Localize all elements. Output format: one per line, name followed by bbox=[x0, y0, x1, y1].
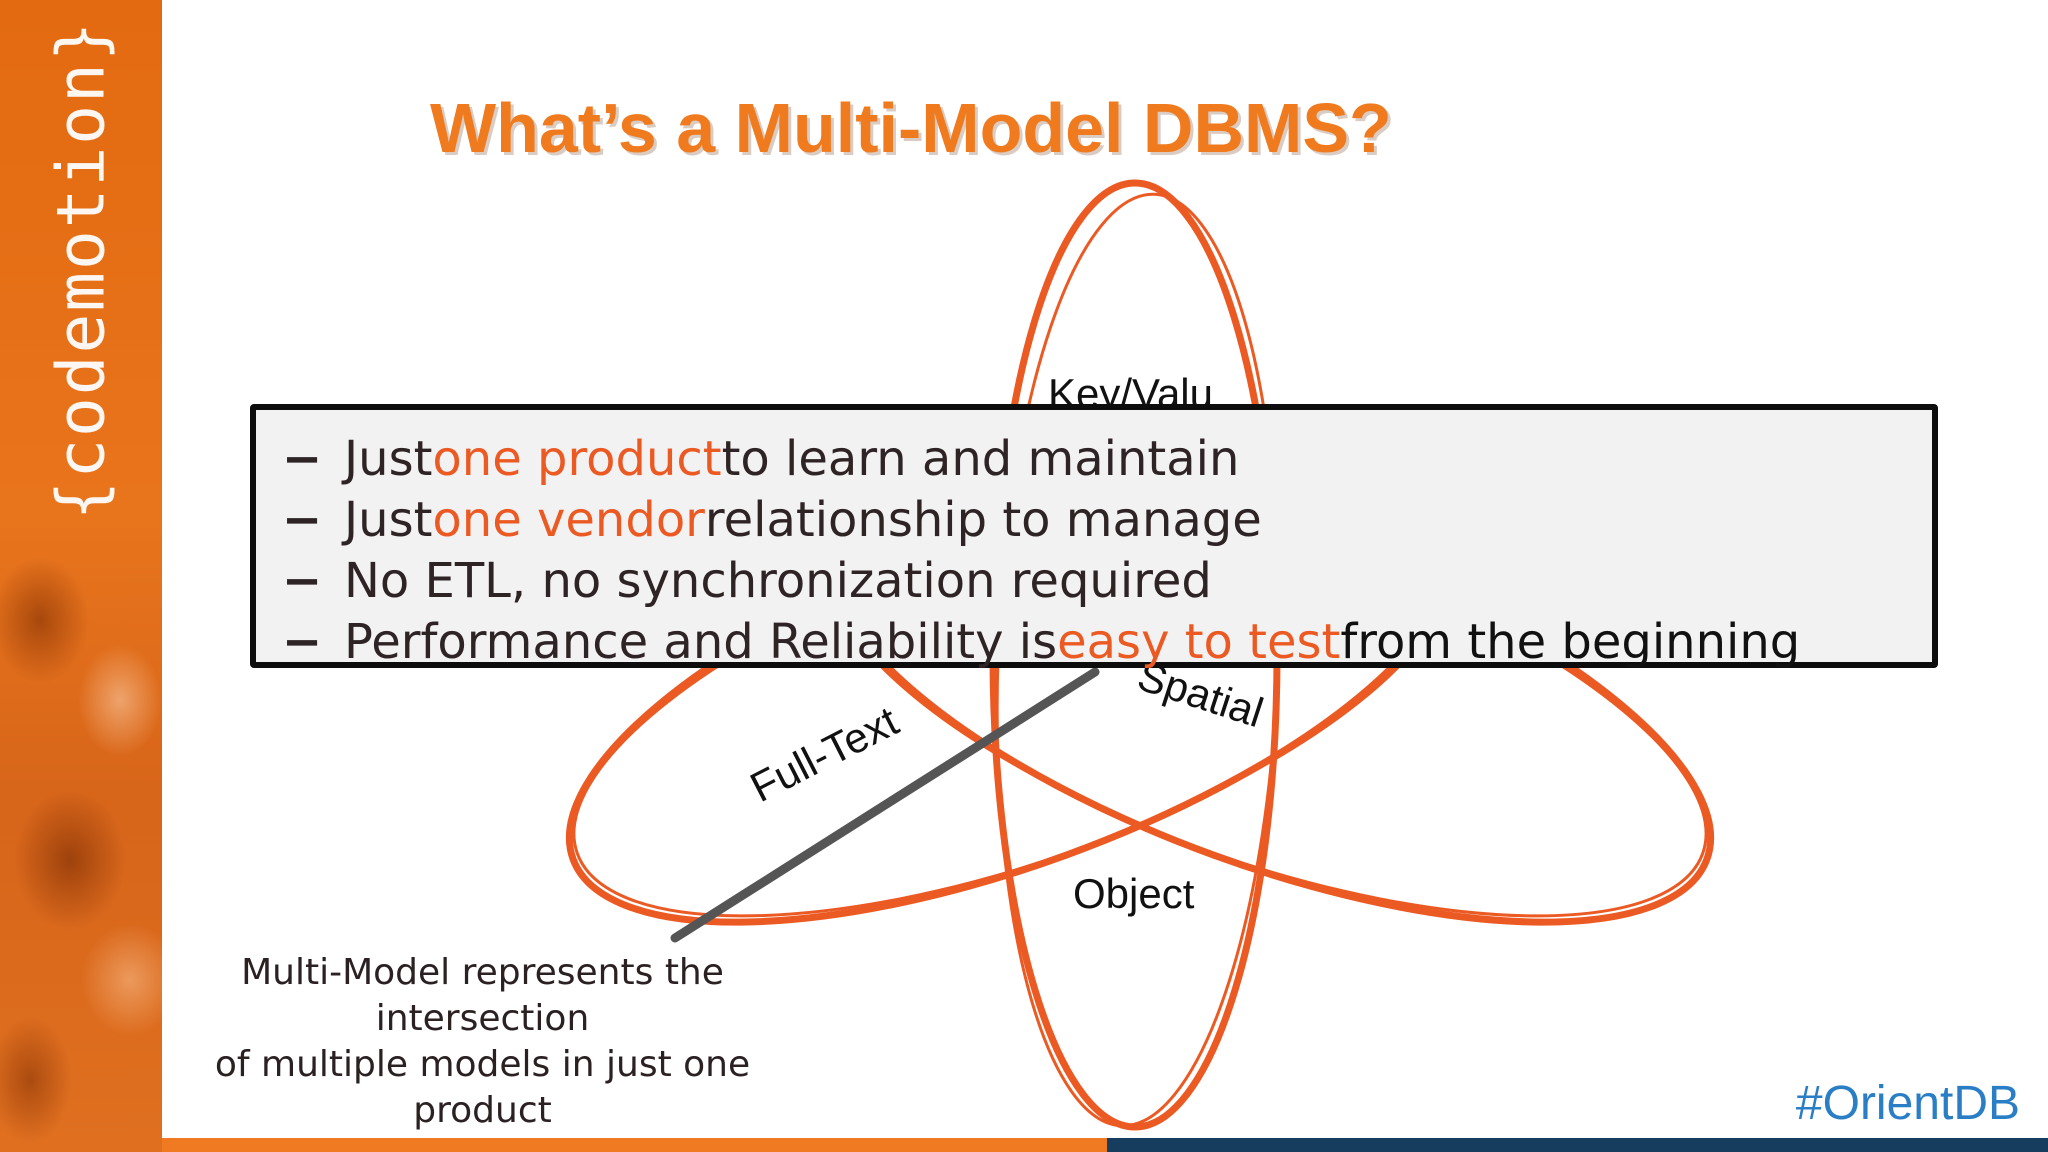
caption-line: of multiple models in just one bbox=[214, 1044, 751, 1085]
pointer-line bbox=[670, 667, 1100, 943]
diagram-caption: Multi-Model represents the intersection … bbox=[190, 950, 775, 1134]
benefit-highlight: easy to test bbox=[1057, 613, 1341, 670]
slide-title: What’s a Multi-Model DBMS? bbox=[430, 89, 1392, 167]
benefit-item: − Just ​one product to learn and maintai… bbox=[282, 428, 1932, 489]
benefit-text: Performance and Reliability is bbox=[344, 613, 1058, 670]
dash-bullet: − bbox=[282, 613, 323, 670]
hashtag-orientdb: #OrientDB bbox=[1795, 1077, 2020, 1130]
benefit-text: from the beginning bbox=[1340, 613, 1801, 670]
benefit-item: − Performance and Reliability is easy to… bbox=[282, 611, 1932, 672]
caption-line: Multi-Model represents the bbox=[241, 952, 724, 993]
benefit-highlight: one product bbox=[432, 430, 722, 487]
benefit-text: relationship to manage bbox=[704, 491, 1262, 548]
caption-line: product bbox=[413, 1090, 552, 1131]
benefit-item: − No ETL, no synchronization required bbox=[282, 550, 1932, 611]
footer-bar-navy bbox=[1107, 1138, 2048, 1152]
label-full-text: Full-Text bbox=[743, 697, 906, 811]
benefit-text: to learn and maintain bbox=[721, 430, 1240, 487]
label-object: Object bbox=[1073, 870, 1195, 917]
caption-line: intersection bbox=[375, 998, 590, 1039]
benefit-highlight: one vendor bbox=[432, 491, 705, 548]
dash-bullet: − bbox=[282, 552, 323, 609]
dash-bullet: − bbox=[282, 430, 323, 487]
benefit-text: Just bbox=[344, 491, 433, 548]
footer-bar-orange bbox=[162, 1138, 1107, 1152]
sidebar-photo-banner: {codemotion} bbox=[0, 0, 162, 1152]
benefit-item: − Just one vendor relationship to manage bbox=[282, 489, 1932, 550]
dash-bullet: − bbox=[282, 491, 323, 548]
benefit-text: Just bbox=[344, 430, 433, 487]
benefits-callout: − Just ​one product to learn and maintai… bbox=[250, 404, 1938, 670]
benefit-text: No ETL, no synchronization required bbox=[344, 552, 1212, 609]
